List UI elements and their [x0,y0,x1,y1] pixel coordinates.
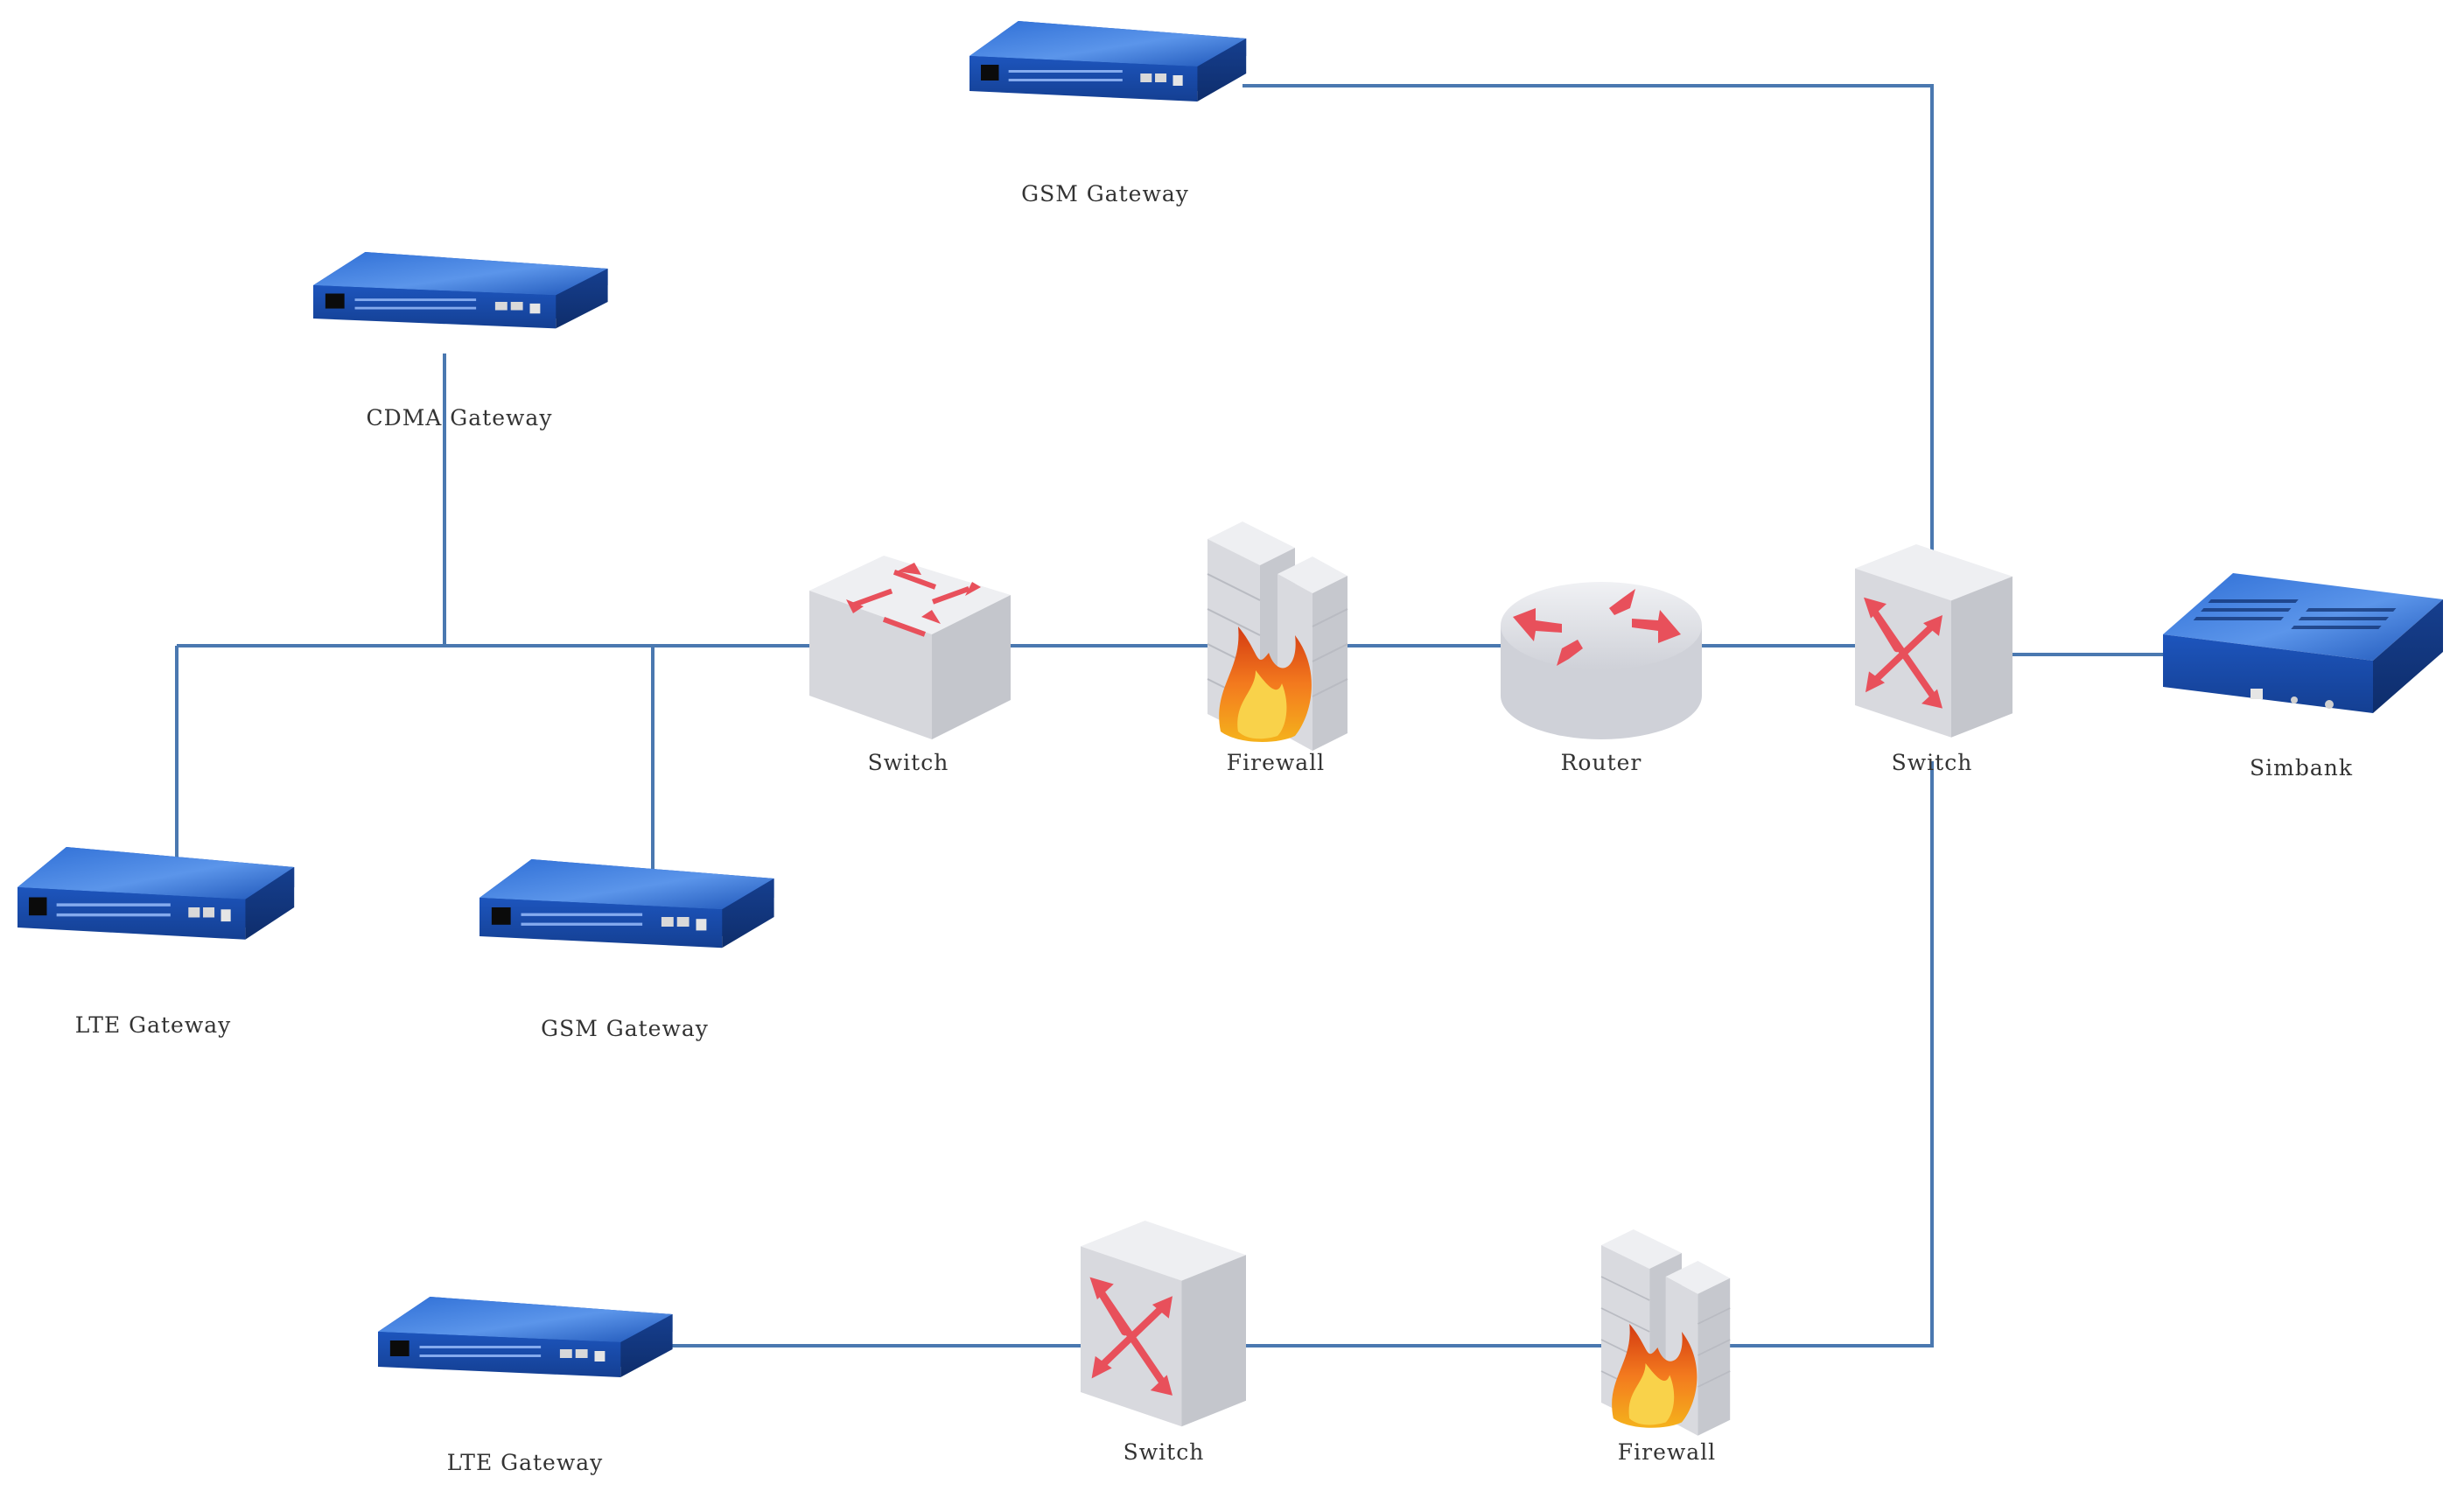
node-label: Switch [1124,1439,1205,1465]
node-label: Router [1561,750,1642,775]
gateway-icon [480,859,774,948]
node-label: CDMA Gateway [367,405,553,430]
node-label: LTE Gateway [447,1450,604,1475]
node-cdma-gateway[interactable]: CDMA Gateway [313,252,608,430]
node-gsm-gateway-top[interactable]: GSM Gateway [970,21,1247,206]
firewall-icon [1600,1228,1732,1437]
node-switch-left[interactable]: Switch [809,556,1011,775]
node-label: Firewall [1618,1439,1716,1465]
network-links [175,84,2168,1348]
node-firewall-mid[interactable]: Firewall [1207,521,1348,775]
node-label: GSM Gateway [541,1016,709,1041]
switch-tower-icon [1855,544,2012,738]
switch-icon [809,556,1011,739]
firewall-icon [1207,521,1348,752]
gateway-icon [18,847,295,940]
simbank-icon [2163,573,2443,713]
node-lte-gateway-bottom[interactable]: LTE Gateway [378,1297,673,1475]
node-label: Simbank [2250,755,2353,780]
node-firewall-bottom[interactable]: Firewall [1600,1228,1732,1465]
node-gsm-gateway-mid[interactable]: GSM Gateway [480,859,774,1041]
node-label: LTE Gateway [75,1012,232,1038]
switch-tower-icon [1081,1221,1246,1426]
node-simbank[interactable]: Simbank [2163,573,2443,780]
node-lte-gateway-left[interactable]: LTE Gateway [18,847,295,1038]
gateway-icon [970,21,1247,102]
node-label: GSM Gateway [1021,181,1189,206]
gateway-icon [378,1297,673,1377]
node-router[interactable]: Router [1501,582,1702,775]
link-gsm-top-to-switch-right [1242,84,1934,560]
router-icon [1501,582,1702,739]
node-label: Switch [868,750,949,775]
node-switch-right[interactable]: Switch [1855,544,2012,775]
node-switch-bottom[interactable]: Switch [1081,1221,1246,1465]
node-label: Firewall [1227,750,1325,775]
node-label: Switch [1892,750,1973,775]
link-switch-right-to-firewall-bottom [1728,761,1934,1348]
gateway-icon [313,252,608,329]
